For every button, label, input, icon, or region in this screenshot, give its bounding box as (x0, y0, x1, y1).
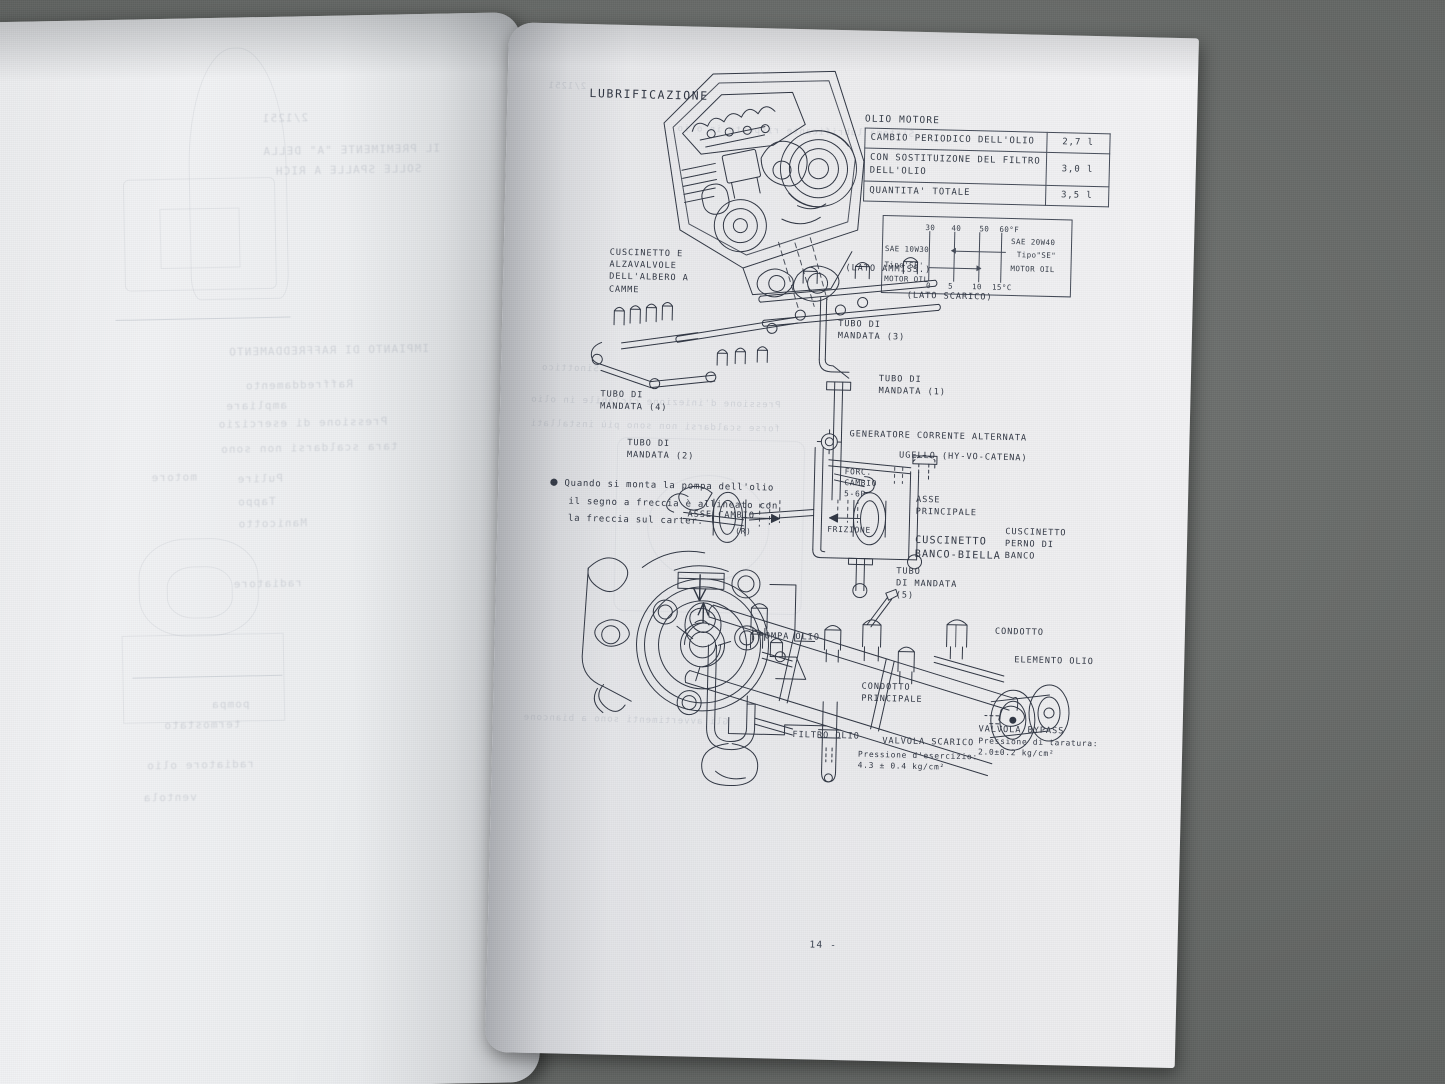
label-main-duct: CONDOTTO PRINCIPALE (861, 681, 923, 706)
lubrication-circuit-drawing (485, 22, 1199, 1068)
label-oil-pump: POMPA OLIO (758, 631, 821, 643)
oil-element-assembly (984, 684, 1070, 752)
label-feed-pipe-5: TUBO DI MANDATA (5) (895, 566, 958, 602)
ghost-text: motore (150, 470, 198, 485)
label-oil-element: ELEMENTO OLIO (1014, 655, 1094, 668)
label-feed-pipe-3: TUBO DI MANDATA (3) (837, 318, 906, 343)
label-exhaust-side: (LATO SCARICO) (906, 290, 993, 303)
ghost-text: tara scaldarsi non sono (219, 439, 398, 456)
ghost-drawing (166, 565, 234, 619)
label-gear-fork: FORC. CAMBIO 5-6P (844, 467, 878, 500)
ghost-drawing (186, 46, 290, 301)
ghost-text: Raffreddamento (244, 377, 354, 393)
right-page-recto: 2/1251 Sistema lubrificante rispetto in … (484, 22, 1199, 1069)
page-number: 14 - (809, 939, 838, 952)
note-line-3: la freccia sul carter. (567, 513, 704, 527)
ghost-text: SOLLE SPALLE A RICH (274, 162, 422, 178)
ghost-text: ventola (142, 790, 197, 805)
note-line-2: il segno a freccia è allineato con (568, 496, 779, 512)
crankshaft-oil-rail (683, 584, 1020, 776)
note-line-1: Quando si monta la pompa dell'olio (564, 478, 775, 494)
ghost-text: Tappo (236, 494, 276, 509)
ghost-text: IMPIANTO DI RAFFREDDAMENTO (228, 341, 430, 359)
ghost-text: Pressione di esercizio (217, 414, 388, 431)
label-intake-side: (LATO AMMISS.) (845, 263, 932, 276)
label-feed-pipe-4: TUBO DI MANDATA (4) (599, 389, 668, 414)
label-camshaft-bearing: CUSCINETTO E ALZAVALVOLE DELL'ALBERO A C… (608, 247, 689, 295)
label-main-rod-bearing: CUSCINETTO BANCO-BIELLA (914, 534, 1002, 563)
camshaft-oil-galleries (591, 250, 942, 395)
label-relief-valve: VALVOLA SCARICO (882, 736, 975, 749)
ghost-text: radiatore olio (146, 757, 255, 773)
ghost-text: ampliare (225, 398, 288, 413)
label-feed-pipe-1: TUBO DI MANDATA (1) (878, 373, 947, 398)
ghost-text: IL PREMIMENTE "A" DELLA (262, 141, 441, 159)
gearbox-shaft-assembly (665, 426, 938, 599)
ghost-text: Manicotto (237, 516, 308, 531)
label-bypass-valve-spec: Pressione di taratura: 2.0±0.2 kg/cm² (977, 736, 1099, 759)
assembly-note: ● Quando si monta la pompa dell'olio il … (549, 474, 779, 533)
ghost-text: Pulire (236, 471, 284, 486)
left-page-verso: 2/1251 IL PREMIMENTE "A" DELLA SOLLE SPA… (0, 12, 541, 1084)
label-relief-valve-spec: Pressione d'esercizio: 4.3 ± 0.4 kg/cm² (857, 749, 978, 772)
oil-pump-detail-view (580, 549, 830, 736)
label-feed-pipe-2: TUBO DI MANDATA (2) (626, 438, 695, 462)
label-main-shaft: ASSE PRINCIPALE (915, 494, 978, 519)
note-bullet: ● (550, 474, 559, 489)
label-clutch: FRIZIONE (827, 524, 871, 535)
engine-cutaway-illustration (650, 48, 890, 330)
label-oil-filter: FILTRO OLIO (792, 730, 860, 742)
label-duct: CONDOTTO (994, 626, 1045, 638)
ghost-drawing (115, 316, 291, 321)
label-crank-pin-bearing: CUSCINETTO PERNO DI BANCO (1004, 526, 1067, 563)
